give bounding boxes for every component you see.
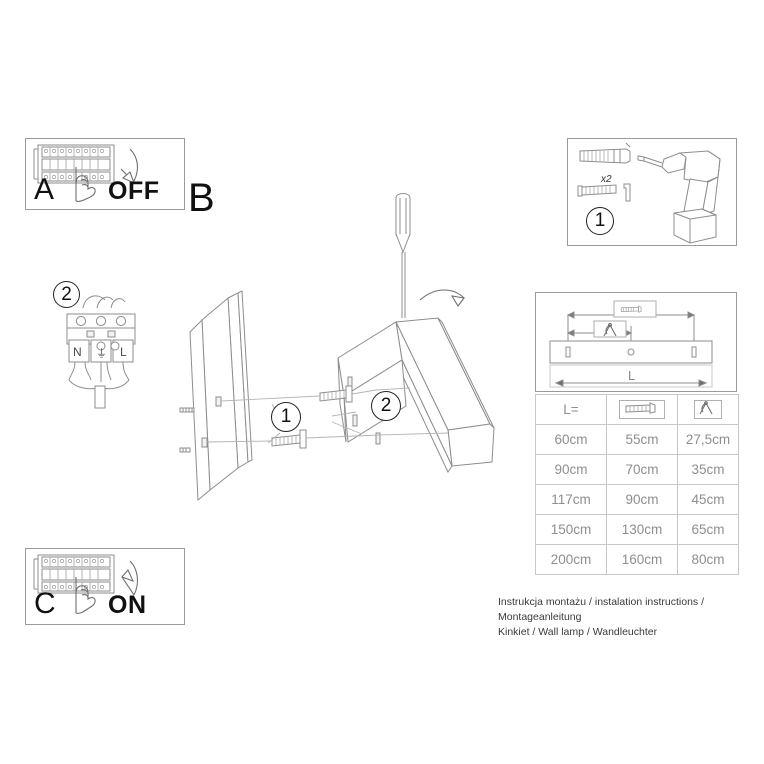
tools-step-number: 1 — [586, 207, 614, 235]
cell-length: 200cm — [535, 544, 607, 575]
cell-screw-spacing: 130cm — [606, 514, 678, 545]
allen-key-icon — [623, 183, 631, 202]
table-header-hanging-point — [677, 394, 739, 425]
cell-screw-spacing: 90cm — [606, 484, 678, 515]
cell-hanging-point: 65cm — [677, 514, 739, 545]
hand-icon — [75, 577, 96, 614]
panel-b-letter: B — [188, 176, 215, 220]
fuse-box-icon — [33, 144, 139, 202]
panel-c: C ON — [25, 548, 185, 625]
table-row: 60cm 55cm 27,5cm — [535, 424, 739, 455]
hanging-point-icon — [694, 400, 722, 419]
wiring-step-number: 2 — [53, 281, 80, 308]
terminal-label-l: L — [120, 345, 127, 359]
panel-c-action-label: ON — [108, 591, 147, 619]
dimension-table: L= — [535, 394, 739, 575]
anchor-quantity-label: x2 — [601, 174, 612, 185]
wiring-diagram: N L ⏚ — [45, 278, 175, 409]
panel-a: A OFF — [25, 138, 185, 210]
cell-hanging-point: 80cm — [677, 544, 739, 575]
cell-length: 117cm — [535, 484, 607, 515]
arrow-down-icon — [120, 148, 139, 185]
table-row: 200cm 160cm 80cm — [535, 544, 739, 575]
cell-hanging-point: 45cm — [677, 484, 739, 515]
screw-icon — [577, 184, 617, 197]
terminal-label-n: N — [73, 345, 82, 359]
caption: Instrukcja montażu / instalation instruc… — [498, 595, 764, 641]
cell-length: 90cm — [535, 454, 607, 485]
wall-plug-icon — [579, 142, 631, 164]
arrow-up-icon — [121, 560, 139, 596]
caption-line-1: Instrukcja montażu / instalation instruc… — [498, 596, 705, 624]
table-header-screw-spacing — [606, 394, 678, 425]
table-row: 150cm 130cm 65cm — [535, 514, 739, 545]
table-row: 90cm 70cm 35cm — [535, 454, 739, 485]
caption-line-2: Kinkiet / Wall lamp / Wandleuchter — [498, 626, 658, 639]
assembly-diagram — [179, 190, 520, 520]
panel-c-letter: C — [34, 587, 56, 620]
table-body: 60cm 55cm 27,5cm 90cm 70cm 35cm 117cm 90… — [535, 424, 739, 575]
cell-screw-spacing: 55cm — [606, 424, 678, 455]
tools-panel: x2 1 — [567, 138, 737, 246]
screw-icon — [619, 400, 665, 419]
dimension-drawing-panel: L — [535, 292, 737, 392]
table-header-row: L= — [535, 394, 739, 425]
panel-a-letter: A — [34, 173, 55, 206]
cell-hanging-point: 35cm — [677, 454, 739, 485]
cell-screw-spacing: 70cm — [606, 454, 678, 485]
cell-length: 60cm — [535, 424, 607, 455]
panel-a-action-label: OFF — [108, 177, 160, 205]
cell-length: 150cm — [535, 514, 607, 545]
screwdriver-icon — [395, 193, 411, 318]
assembly-step-1-number: 1 — [271, 402, 301, 432]
hand-icon — [75, 167, 96, 202]
cell-screw-spacing: 160cm — [606, 544, 678, 575]
assembly-step-2-number: 2 — [371, 391, 401, 421]
length-dimension-label: L — [628, 368, 635, 383]
table-row: 117cm 90cm 45cm — [535, 484, 739, 515]
cell-hanging-point: 27,5cm — [677, 424, 739, 455]
terminal-label-ground: ⏚ — [96, 347, 107, 360]
power-drill-icon — [637, 150, 721, 244]
table-header-length: L= — [535, 394, 607, 425]
fuse-box-icon — [33, 554, 139, 614]
